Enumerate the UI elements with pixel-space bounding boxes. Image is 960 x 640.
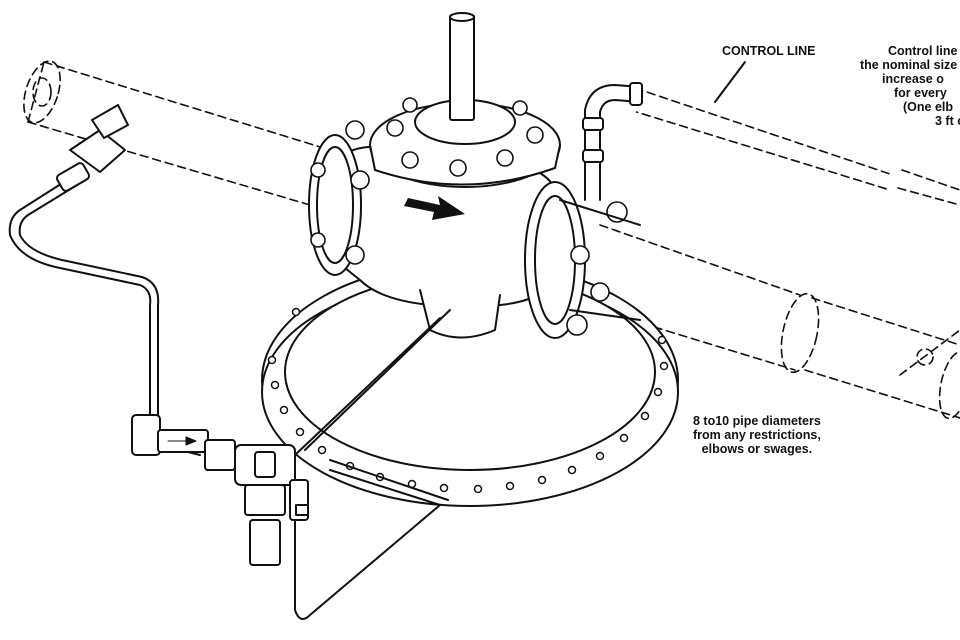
control-line-pipe bbox=[629, 87, 960, 206]
control-line-note: Control line the nominal size increase o… bbox=[852, 44, 960, 128]
upstream-pipe bbox=[23, 60, 331, 206]
pipe-diameter-note-line-3: elbows or swages. bbox=[701, 442, 813, 456]
control-line-label: CONTROL LINE bbox=[722, 44, 816, 58]
control-line-note-line-1: Control line bbox=[888, 44, 958, 58]
control-line-elbow bbox=[582, 82, 643, 201]
control-line-leader bbox=[714, 61, 746, 103]
control-line-note-line-6: 3 ft o bbox=[935, 114, 960, 128]
pipe-diameter-note-line-1: 8 to10 pipe diameters bbox=[693, 414, 821, 428]
flow-arrow bbox=[404, 196, 465, 220]
pipe-diameter-note: 8 to10 pipe diameters from any restricti… bbox=[693, 414, 821, 456]
control-line-note-line-5: (One elb bbox=[903, 100, 954, 114]
control-line-note-line-2: the nominal size bbox=[860, 58, 958, 72]
pilot-assembly bbox=[131, 414, 309, 566]
pilot-tubing bbox=[8, 174, 451, 620]
bonnet bbox=[369, 12, 561, 188]
control-line-note-line-3: increase o bbox=[882, 72, 944, 86]
control-line-text: CONTROL LINE bbox=[722, 44, 816, 58]
pipe-diameter-note-line-2: from any restrictions, bbox=[693, 428, 821, 442]
outlet-pipe bbox=[591, 224, 960, 420]
upstream-fitting bbox=[55, 104, 129, 192]
control-line-note-line-4: for every bbox=[894, 86, 947, 100]
